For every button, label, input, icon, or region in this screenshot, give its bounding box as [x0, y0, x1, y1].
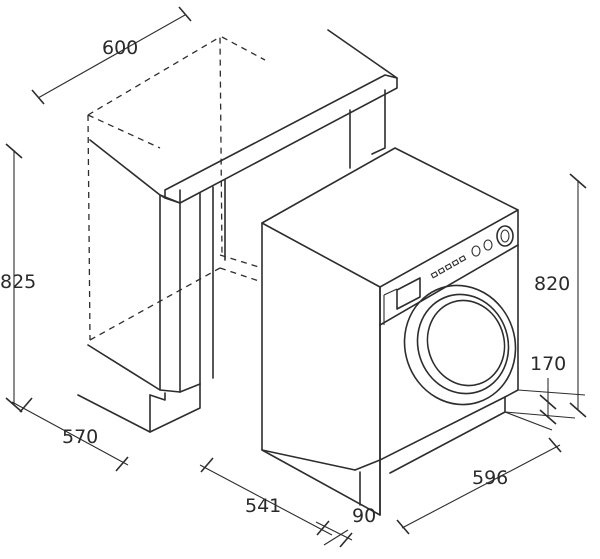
cabinet [77, 29, 398, 433]
dim-width-top: 600 [31, 6, 192, 105]
label-height-machine: 820 [534, 273, 570, 295]
dim-width-machine: 596 [396, 437, 562, 535]
control-buttons [430, 225, 514, 279]
label-width-machine: 596 [472, 467, 508, 489]
dim-plinth-offset: 90 [315, 505, 376, 548]
label-depth-machine: 541 [245, 495, 281, 517]
dashed-cabinet-outline [87, 35, 266, 341]
label-plinth-offset: 90 [352, 505, 376, 527]
dim-depth-machine: 541 [199, 457, 333, 536]
label-depth-cabinet: 570 [62, 426, 98, 448]
washing-machine [261, 147, 519, 516]
dim-height-cabinet: 825 [0, 143, 36, 413]
label-width-top: 600 [102, 37, 138, 59]
extension-lines [504, 389, 586, 431]
dim-height-machine: 820 [534, 173, 587, 418]
label-plinth-height: 170 [530, 353, 566, 375]
label-height-cabinet: 825 [0, 271, 36, 293]
dim-depth-cabinet: 570 [11, 397, 129, 472]
dim-plinth-height: 170 [504, 353, 576, 425]
door-porthole [403, 284, 517, 406]
